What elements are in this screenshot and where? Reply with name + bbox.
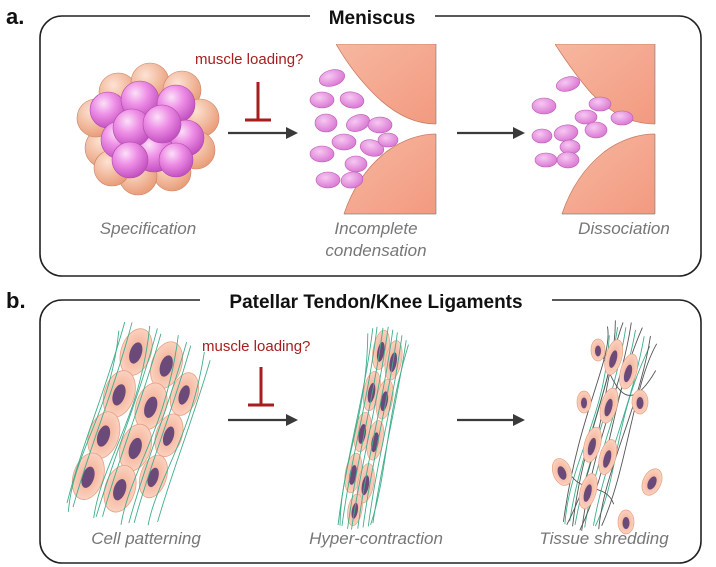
panel-a-letter: a.: [6, 4, 24, 29]
stage-dissociation-label: Dissociation: [578, 219, 670, 238]
cell-patterning-illustration: [66, 321, 211, 526]
stage-incomplete-label: Incomplete: [334, 219, 417, 238]
stage-tissue-shredding-label: Tissue shredding: [539, 529, 669, 548]
panel-a-arrow-2: [457, 127, 525, 139]
panel-a-muscle-loading-label: muscle loading?: [195, 51, 303, 68]
stage-hyper-contraction-label: Hyper-contraction: [309, 529, 443, 548]
panel-b-arrow-2: [457, 414, 525, 426]
stage-specification-label: Specification: [100, 219, 196, 238]
panel-a-inhibition-symbol: [245, 82, 271, 122]
specification-cell-cluster: [76, 62, 220, 196]
panel-b-muscle-loading-label: muscle loading?: [202, 338, 310, 355]
stage-condensation-label: condensation: [325, 241, 426, 260]
dissociation-illustration: [531, 44, 656, 215]
tissue-shredding-illustration: [551, 320, 663, 535]
panel-a-title-mask: [310, 4, 435, 30]
hyper-contraction-illustration: [337, 326, 409, 530]
panel-a: a. Meniscus m: [6, 4, 702, 277]
panel-b-inhibition-symbol: [248, 367, 274, 407]
panel-b-title-mask: [200, 287, 552, 313]
stage-cell-patterning-label: Cell patterning: [91, 529, 201, 548]
condensation-illustration: [309, 44, 437, 215]
panel-b-letter: b.: [6, 288, 26, 313]
panel-b-arrow-1: [228, 414, 298, 426]
panel-b: b. Patellar Tendon/Knee Ligaments: [6, 287, 702, 564]
panel-b-title: Patellar Tendon/Knee Ligaments: [229, 292, 522, 313]
panel-a-arrow-1: [228, 127, 298, 139]
panel-a-title: Meniscus: [329, 8, 416, 29]
